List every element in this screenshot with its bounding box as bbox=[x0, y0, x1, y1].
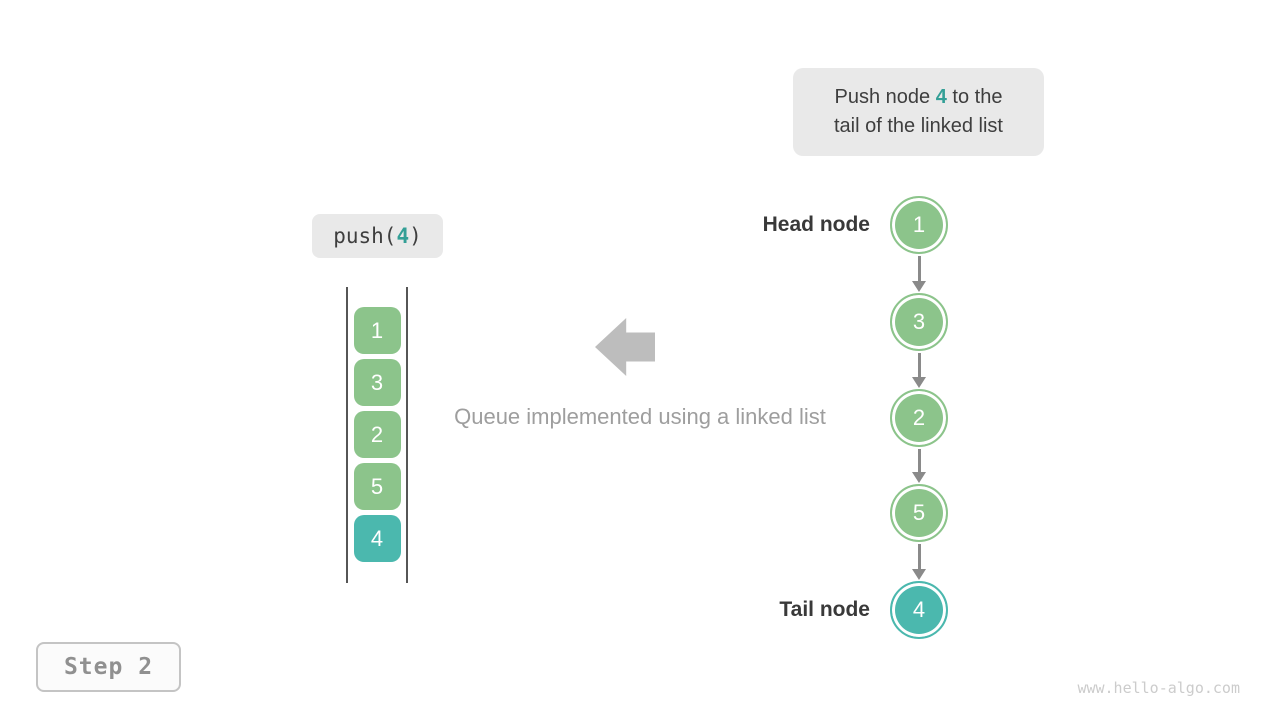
diagram-caption: Queue implemented using a linked list bbox=[454, 404, 826, 429]
queue-cell: 2 bbox=[353, 411, 401, 458]
list-node: 2 bbox=[890, 389, 948, 447]
tail-node-label: Tail node bbox=[779, 598, 870, 621]
push-call-text: ) bbox=[409, 224, 422, 248]
down-arrow-icon bbox=[912, 544, 926, 580]
push-call-box: push(4) bbox=[312, 214, 443, 258]
push-call-text: push( bbox=[333, 224, 397, 248]
hint-line-1: Push node 4 to the bbox=[835, 83, 1003, 112]
watermark: www.hello-algo.com bbox=[1077, 679, 1240, 697]
down-arrow-icon bbox=[912, 449, 926, 483]
step-badge: Step 2 bbox=[36, 642, 181, 692]
list-node: 5 bbox=[890, 484, 948, 542]
queue-cell-pushed: 4 bbox=[353, 515, 401, 562]
down-arrow-icon bbox=[912, 353, 926, 388]
head-node-label: Head node bbox=[762, 213, 870, 236]
hint-line-2: tail of the linked list bbox=[834, 115, 1003, 137]
hint-value: 4 bbox=[935, 86, 947, 108]
list-node-pushed: 4 bbox=[890, 581, 948, 639]
hint-text: to the bbox=[946, 86, 1003, 108]
list-node: 1 bbox=[890, 196, 948, 254]
queue-cell: 3 bbox=[353, 359, 401, 406]
queue-cell: 1 bbox=[353, 307, 401, 354]
queue-array-view: 1 3 2 5 4 bbox=[346, 287, 408, 583]
left-block-arrow-icon bbox=[595, 318, 655, 376]
queue-cell: 5 bbox=[353, 463, 401, 510]
down-arrow-icon bbox=[912, 256, 926, 292]
hint-text: Push node bbox=[834, 86, 936, 108]
push-call-value: 4 bbox=[396, 224, 410, 248]
list-node: 3 bbox=[890, 293, 948, 351]
push-hint-bubble: Push node 4 to the tail of the linked li… bbox=[793, 68, 1044, 156]
